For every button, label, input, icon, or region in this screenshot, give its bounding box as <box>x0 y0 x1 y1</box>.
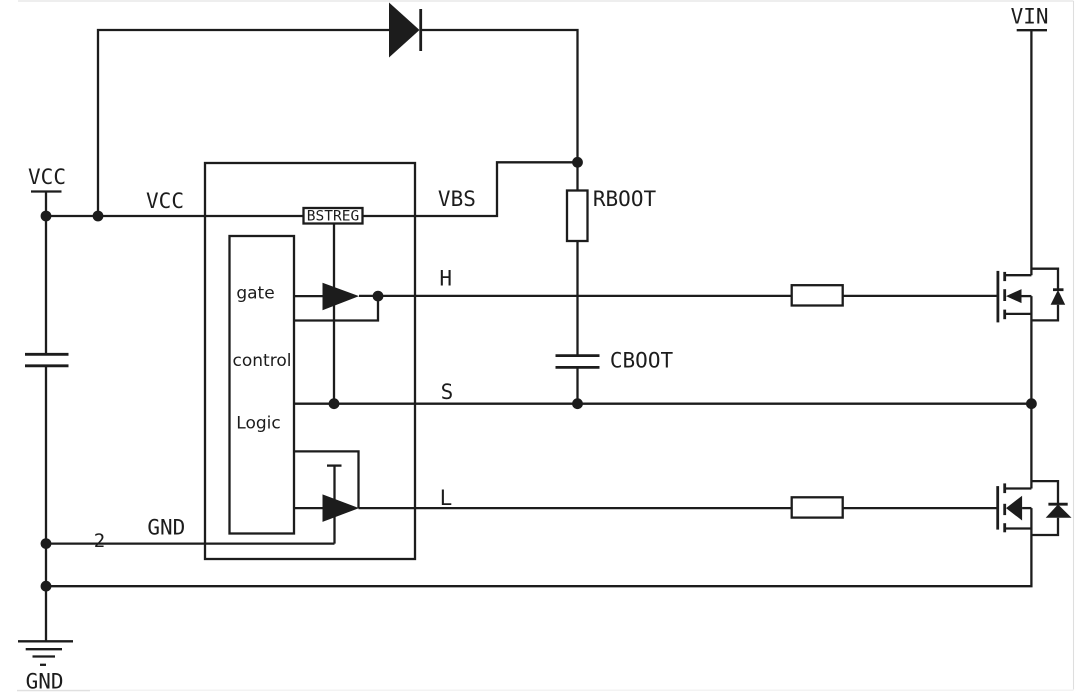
rboot-resistor: RBOOT <box>565 187 657 355</box>
bstreg-box <box>302 206 364 225</box>
junction-h-output <box>372 290 384 302</box>
ground-terminal: GND <box>18 640 73 694</box>
logic-text-control: control <box>233 351 292 371</box>
junction-dots <box>40 156 1037 592</box>
junction-gnd-rail <box>40 580 52 592</box>
l-pin-label: L <box>440 486 453 510</box>
high-side-mosfet <box>996 267 1066 404</box>
ls-fet-body-arrow <box>1006 495 1023 521</box>
vcc-terminal: VCC <box>28 165 66 216</box>
high-gate-resistor <box>790 284 844 307</box>
logic-text-gate: gate <box>236 284 274 304</box>
ls-body-diode-top-wire <box>1031 479 1060 505</box>
cboot-label: CBOOT <box>610 349 674 373</box>
s-pin-label: S <box>441 380 454 404</box>
junction-bootstrap-branch <box>92 210 104 222</box>
vin-terminal-label: VIN <box>1011 5 1049 29</box>
junction-vcc-terminal <box>40 210 52 222</box>
vcc-pin-label: VCC <box>146 189 184 213</box>
vbs-wire <box>362 161 578 218</box>
vbs-pin-label: VBS <box>438 187 476 211</box>
bstreg-block: BSTREG <box>302 206 364 404</box>
gnd-terminal-label: GND <box>26 670 64 694</box>
junction-bstreg-s <box>328 398 340 410</box>
hs-body-diode-bottom-wire <box>1031 304 1060 322</box>
rboot-label: RBOOT <box>593 187 657 211</box>
low-side-buffer <box>294 450 360 544</box>
bootstrap-top-wire-right <box>420 28 579 191</box>
vcc-capacitor <box>25 216 69 642</box>
ls-body-diode-triangle <box>1045 504 1072 518</box>
low-gate-resistor <box>790 496 844 519</box>
bootstrap-diode <box>389 2 423 58</box>
junction-gnd-pin <box>40 538 52 549</box>
driver-ic: gate control Logic <box>203 161 417 561</box>
pin-labels: VCC VBS H S L GND 2 <box>94 187 476 552</box>
ls-body-diode-bottom-wire <box>1031 517 1060 537</box>
gate-control-logic-box <box>228 234 296 535</box>
ls-buffer-box <box>294 450 360 508</box>
hs-buffer-triangle <box>322 282 359 311</box>
hs-body-diode-triangle <box>1050 289 1066 305</box>
junction-cboot-s <box>572 398 583 410</box>
junction-switch-node <box>1026 398 1037 410</box>
logic-text-logic: Logic <box>236 414 280 434</box>
high-side-buffer <box>294 282 380 322</box>
ls-buffer-triangle <box>322 494 359 522</box>
vcc-net-wires <box>46 28 579 218</box>
hs-feedback-wire <box>294 296 380 322</box>
cboot-capacitor: CBOOT <box>555 349 674 404</box>
bootstrap-diode-anode-triangle <box>389 2 420 58</box>
bstreg-label: BSTREG <box>307 209 359 225</box>
gnd-rail <box>46 535 1033 588</box>
gnd-pin-number: 2 <box>94 530 105 552</box>
gnd-pin-label: GND <box>147 515 185 539</box>
hs-fet-body-arrow <box>1006 289 1022 304</box>
low-side-mosfet <box>996 403 1072 537</box>
vin-terminal: VIN <box>1011 5 1049 276</box>
rboot-resistor-body <box>565 189 589 243</box>
page-edges <box>17 0 1075 692</box>
h-pin-label: H <box>439 266 452 290</box>
junction-vbs-node <box>572 156 583 168</box>
ic-outline <box>203 161 417 561</box>
output-wires <box>46 294 1033 588</box>
hs-body-diode-top-wire <box>1031 267 1060 290</box>
vcc-terminal-label: VCC <box>28 165 66 189</box>
bootstrap-top-wire-left <box>96 28 390 216</box>
